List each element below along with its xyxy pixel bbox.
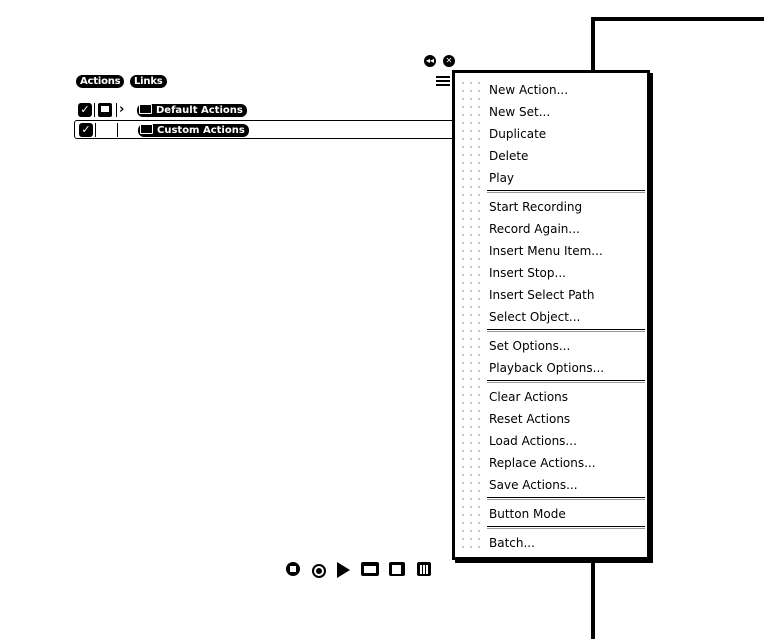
menu-item-insert-select-path[interactable]: Insert Select Path (489, 288, 595, 302)
list-item-default-actions[interactable]: ✓ › Default Actions (74, 101, 460, 120)
menu-item-insert-menu-item[interactable]: Insert Menu Item... (489, 244, 603, 258)
menu-separator (487, 380, 645, 383)
set-name: Default Actions (156, 105, 243, 116)
set-name: Custom Actions (157, 125, 245, 136)
menu-separator (487, 497, 645, 500)
actions-panel-menu: New Action... New Set... Duplicate Delet… (452, 70, 650, 560)
column-divider (95, 123, 96, 137)
menu-separator (487, 329, 645, 332)
folder-label[interactable]: Custom Actions (138, 124, 249, 137)
menu-item-insert-stop[interactable]: Insert Stop... (489, 266, 566, 280)
menu-item-playback-options[interactable]: Playback Options... (489, 361, 605, 375)
column-divider (116, 103, 117, 117)
menu-item-new-set[interactable]: New Set... (489, 105, 551, 119)
menu-item-duplicate[interactable]: Duplicate (489, 127, 547, 141)
menu-item-play[interactable]: Play (489, 171, 515, 185)
menu-item-record-again[interactable]: Record Again... (489, 222, 580, 236)
menu-item-set-options[interactable]: Set Options... (489, 339, 571, 353)
menu-item-start-recording[interactable]: Start Recording (489, 200, 583, 214)
trash-icon[interactable] (417, 562, 431, 576)
new-action-icon[interactable] (389, 562, 405, 576)
dialog-toggle-icon[interactable] (98, 103, 112, 117)
record-icon[interactable] (312, 564, 326, 578)
folder-icon (140, 124, 153, 134)
menu-item-delete[interactable]: Delete (489, 149, 529, 163)
check-icon[interactable]: ✓ (78, 103, 92, 117)
menu-item-replace-actions[interactable]: Replace Actions... (489, 456, 596, 470)
panel-frame-top (591, 17, 764, 21)
menu-item-button-mode[interactable]: Button Mode (489, 507, 566, 521)
stop-icon[interactable] (286, 562, 300, 576)
menu-item-select-object[interactable]: Select Object... (489, 310, 581, 324)
menu-item-load-actions[interactable]: Load Actions... (489, 434, 577, 448)
list-item-custom-actions[interactable]: ✓ Custom Actions (74, 120, 460, 139)
menu-item-new-action[interactable]: New Action... (489, 83, 569, 97)
new-set-icon[interactable] (361, 562, 379, 576)
close-icon[interactable]: ✕ (443, 55, 455, 67)
menu-item-save-actions[interactable]: Save Actions... (489, 478, 578, 492)
tab-links[interactable]: Links (130, 75, 167, 88)
folder-icon (139, 104, 152, 114)
check-icon[interactable]: ✓ (79, 123, 93, 137)
menu-separator (487, 526, 645, 529)
menu-separator (487, 190, 645, 193)
folder-label[interactable]: Default Actions (137, 104, 247, 117)
menu-item-clear-actions[interactable]: Clear Actions (489, 390, 569, 404)
column-divider (94, 103, 95, 117)
menu-item-reset-actions[interactable]: Reset Actions (489, 412, 571, 426)
chevron-right-icon[interactable]: › (119, 102, 125, 117)
panel-menu-icon[interactable] (436, 75, 450, 89)
action-set-list: ✓ › Default Actions ✓ Custom Actions (74, 101, 460, 139)
tab-actions[interactable]: Actions (76, 75, 125, 88)
double-arrow-left-icon[interactable]: ◂◂ (424, 55, 436, 67)
play-icon[interactable] (337, 562, 350, 578)
column-divider (117, 123, 118, 137)
menu-item-batch[interactable]: Batch... (489, 536, 535, 550)
